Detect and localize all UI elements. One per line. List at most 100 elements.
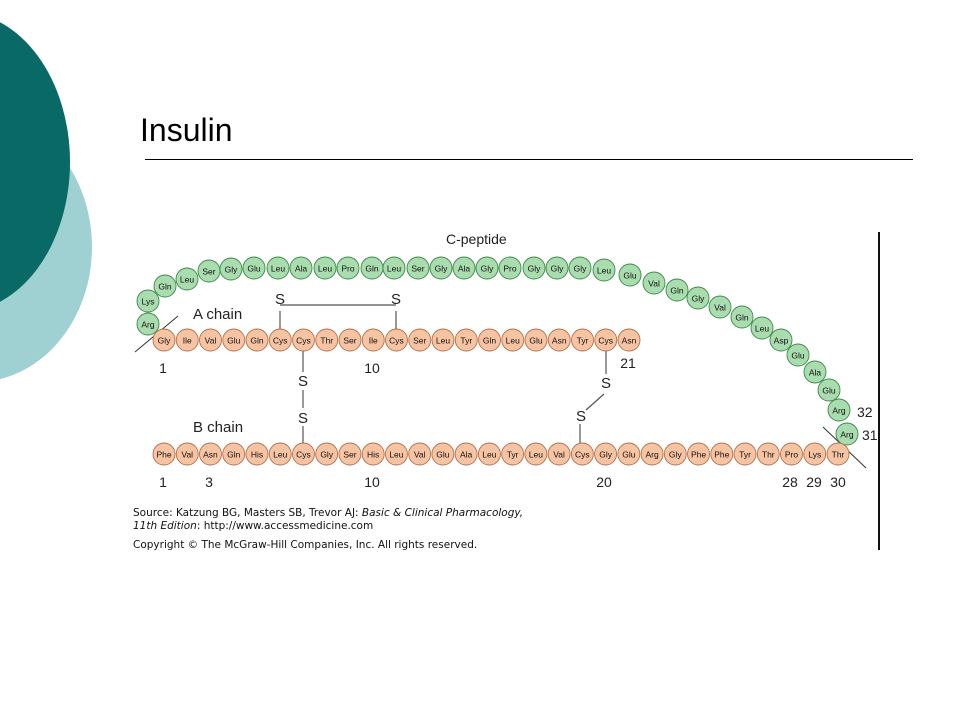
source-citation: Source: Katzung BG, Masters SB, Trevor A… [133, 507, 523, 519]
residue-circle [594, 442, 618, 466]
residue-label: Thr [762, 450, 775, 460]
residue-label: Leu [318, 264, 332, 274]
c-peptide-residue: Gln [153, 274, 177, 298]
residue-label: Leu [529, 450, 543, 460]
residue-circle [571, 328, 594, 352]
residue-label: Glu [247, 264, 261, 274]
c-peptide-residue: Gln [730, 305, 754, 329]
residue-circle [524, 328, 548, 352]
c-peptide-residue: Ser [406, 256, 430, 280]
residue-circle [780, 442, 803, 466]
residue-label: Pro [503, 264, 517, 274]
residue-circle [687, 442, 711, 466]
residue-circle [501, 328, 525, 352]
b-chain-position-number: 28 [782, 474, 798, 490]
b-chain-position-number: 1 [159, 474, 167, 490]
title-divider [145, 159, 913, 160]
residue-label: Gln [250, 336, 264, 346]
b-chain-residue: Arg [640, 442, 664, 466]
residue-label: Ile [369, 336, 378, 346]
residue-circle [803, 442, 827, 466]
a-chain-residue: Ile [175, 328, 199, 352]
residue-label: Gly [528, 264, 542, 274]
residue-label: Asp [774, 336, 789, 346]
residue-label: Gln [227, 450, 241, 460]
residue-circle [382, 256, 406, 280]
a-chain-residue: Leu [431, 328, 455, 352]
b-chain-residue: Gly [663, 442, 687, 466]
c-peptide-residue: Leu [592, 258, 616, 282]
residue-label: Gly [574, 264, 588, 274]
a-chain-residue: Tyr [454, 328, 478, 352]
residue-label: Glu [227, 336, 241, 346]
source-citation-line-2: 11th Edition: http://www.accessmedicine.… [133, 520, 373, 532]
a-chain-residue: Gln [478, 328, 501, 352]
sulfur-label: S [391, 291, 401, 308]
c-peptide-residue: Leu [382, 256, 406, 280]
residue-label: Ser [343, 336, 356, 346]
residue-circle [431, 442, 455, 466]
residue-label: Gly [435, 264, 449, 274]
residue-circle [408, 442, 432, 466]
residue-circle [817, 378, 841, 402]
residue-circle [547, 442, 571, 466]
c-peptide-residue: Arg [827, 398, 851, 422]
residue-label: Glu [623, 271, 637, 281]
c-peptide-residue: Gly [686, 286, 710, 310]
a-chain-residue: Glu [524, 328, 548, 352]
b-chain-label: B chain [193, 419, 243, 436]
residue-circle [266, 256, 290, 280]
residue-circle [477, 442, 501, 466]
residue-circle [642, 271, 666, 295]
residue-circle [710, 442, 734, 466]
residue-circle [545, 256, 569, 280]
residue-label: Gly [320, 450, 334, 460]
a-chain-residue: Val [199, 328, 222, 352]
residue-circle [640, 442, 664, 466]
residue-circle [570, 442, 594, 466]
c-peptide-residue: Leu [750, 316, 774, 340]
residue-label: Ser [411, 264, 424, 274]
b-chain-residue: Glu [431, 442, 455, 466]
c-peptide-residue: Arg [835, 422, 859, 446]
residue-circle [617, 328, 641, 352]
residue-label: Glu [822, 386, 836, 396]
residue-label: Leu [180, 275, 194, 285]
residue-circle [292, 328, 315, 352]
residue-circle [406, 256, 430, 280]
c-peptide-residue: Leu [266, 256, 290, 280]
residue-circle [454, 328, 478, 352]
residue-label: Ser [413, 336, 426, 346]
b-chain-position-number: 10 [364, 474, 380, 490]
residue-label: Gln [158, 282, 172, 292]
residue-circle [153, 274, 177, 298]
residue-label: Leu [271, 264, 285, 274]
residue-label: His [367, 450, 379, 460]
c-peptide-residue: Gln [665, 278, 689, 302]
residue-label: Leu [387, 264, 401, 274]
residue-circle [665, 278, 689, 302]
c-peptide-residue: Leu [175, 267, 199, 291]
residue-circle [594, 328, 618, 352]
residue-label: Lys [808, 450, 821, 460]
residue-circle [385, 328, 408, 352]
c-peptide-residue: Lys [136, 289, 160, 313]
residue-label: Val [414, 450, 426, 460]
a-chain-position-number: 1 [159, 360, 167, 376]
residue-circle [568, 256, 592, 280]
residue-circle [454, 442, 478, 466]
residue-label: Tyr [577, 336, 589, 346]
c-peptide-residue: Glu [786, 343, 810, 367]
a-chain-residue: Cys [292, 328, 315, 352]
residue-circle [175, 267, 199, 291]
b-chain-position-number: 30 [830, 474, 846, 490]
b-chain-residue: Tyr [501, 442, 525, 466]
residue-label: Asn [203, 450, 218, 460]
residue-circle [175, 328, 199, 352]
residue-circle [291, 442, 315, 466]
c-peptide-residue: Leu [313, 256, 337, 280]
residue-circle [222, 328, 246, 352]
residue-label: Glu [622, 450, 636, 460]
